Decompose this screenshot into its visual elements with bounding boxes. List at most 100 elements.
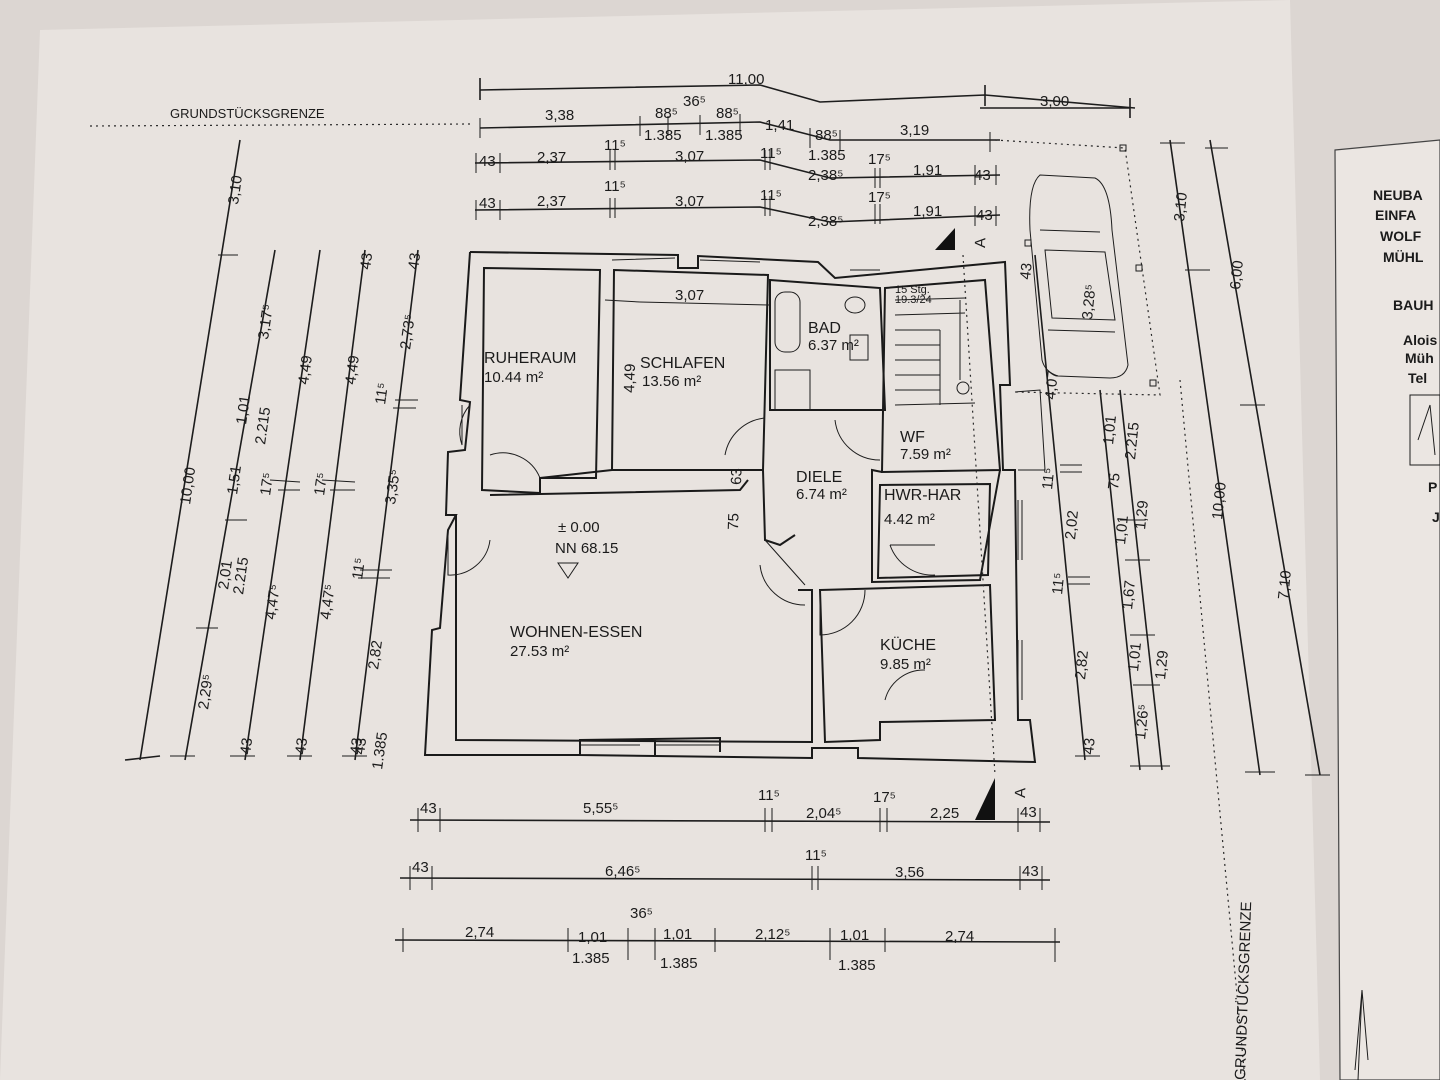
right-dimension-lines: 43 4,07 11⁵ 2,02 11⁵ 2,82 43 1,01 75 1,0… bbox=[1017, 139, 1330, 776]
dim-top-r2-h: 1,91 bbox=[913, 162, 942, 179]
room-diele-area: 6.74 m² bbox=[796, 486, 847, 503]
title-line-10: J bbox=[1432, 509, 1440, 525]
dim-bottom-r2-e: 43 bbox=[1022, 863, 1039, 880]
dim-right-c2-a: 1,01 bbox=[1100, 415, 1120, 446]
dim-left-c3-c: 4,47⁵ bbox=[262, 583, 284, 620]
dim-right-c5-a: 6,00 bbox=[1227, 260, 1247, 291]
dim-bottom-r1-a: 43 bbox=[420, 800, 437, 817]
room-wohnen-area: 27.53 m² bbox=[510, 643, 569, 660]
dim-left-c3-b: 17⁵ bbox=[257, 472, 277, 497]
boundary-label-top: GRUNDSTÜCKSGRENZE bbox=[170, 106, 325, 121]
title-line-8: Tel bbox=[1408, 370, 1427, 386]
title-line-4: MÜHL bbox=[1383, 249, 1424, 265]
room-wf-name: WF bbox=[900, 429, 925, 446]
dim-bottom-r1-d: 2,04⁵ bbox=[806, 805, 841, 822]
dim-right-c3-b: 1,29 bbox=[1132, 500, 1152, 531]
room-diele-name: DIELE bbox=[796, 469, 842, 486]
room-hwr-name: HWR-HAR bbox=[884, 487, 961, 504]
dim-right-c3-c: 1,29 bbox=[1152, 650, 1172, 681]
dim-right-c5-b: 7,10 bbox=[1275, 570, 1295, 601]
garage-area bbox=[994, 139, 1161, 471]
dim-top-r2-d: 3,07 bbox=[675, 148, 704, 165]
room-kueche-area: 9.85 m² bbox=[880, 656, 931, 673]
dim-bottom-r3-b: 1,01 bbox=[578, 929, 607, 946]
dim-right-c1-c: 11⁵ bbox=[1039, 467, 1058, 490]
title-line-7: Müh bbox=[1405, 350, 1434, 366]
dim-left-c4-b: 17⁵ bbox=[311, 472, 331, 497]
dim-left-c3-a: 4,49 bbox=[295, 354, 316, 385]
dim-bottom-r3-g: 2,74 bbox=[945, 928, 974, 945]
dim-diele-a: 63 bbox=[728, 468, 746, 485]
bottom-dimension-lines: 43 5,55⁵ 11⁵ 2,04⁵ 17⁵ 2,25 43 43 6,46⁵ … bbox=[394, 787, 1061, 974]
dim-top-garage: 3,00 bbox=[1040, 93, 1069, 110]
section-markers: A A bbox=[935, 228, 1029, 820]
dim-top-r3-f: 2,38⁵ bbox=[808, 213, 843, 230]
dim-top-r3-e: 11⁵ bbox=[760, 187, 782, 204]
level-nn: NN 68.15 bbox=[555, 540, 618, 557]
dim-left-c5-f: 2,82 bbox=[365, 639, 386, 670]
dim-left-c4-d: 43 bbox=[347, 737, 366, 756]
dim-right-c2-f: 1,26⁵ bbox=[1132, 703, 1153, 740]
dim-left-c2-c: 2.215 bbox=[252, 406, 274, 446]
room-bad-name: BAD bbox=[808, 320, 841, 337]
room-schlafen-name: SCHLAFEN bbox=[640, 355, 725, 372]
dim-right-c3-a: 2.215 bbox=[1122, 421, 1143, 460]
dim-right-c2-b: 75 bbox=[1105, 472, 1124, 490]
dim-left-c2-e: 2,01 bbox=[215, 559, 236, 590]
stairs-count: 15 Stg. bbox=[895, 284, 930, 296]
room-ruheraum-area: 10.44 m² bbox=[484, 369, 543, 386]
dim-top-r1-j: 1.385 bbox=[808, 147, 846, 164]
dim-right-c1-b: 4,07 bbox=[1042, 370, 1062, 401]
dim-top-r2-c: 11⁵ bbox=[604, 137, 626, 154]
section-label-top: A bbox=[972, 238, 989, 249]
level-zero: ± 0.00 bbox=[558, 519, 600, 536]
room-bad-area: 6.37 m² bbox=[808, 337, 859, 354]
section-label-bottom: A bbox=[1012, 788, 1029, 799]
dim-top-r1-f: 88⁵ bbox=[815, 127, 838, 144]
dim-bottom-r2-a: 43 bbox=[412, 859, 429, 876]
dim-bottom-r3-e: 2,12⁵ bbox=[755, 926, 790, 943]
dim-right-c1-f: 2,82 bbox=[1072, 650, 1092, 681]
room-ruheraum-name: RUHERAUM bbox=[484, 350, 576, 367]
dim-right-car: 3,28⁵ bbox=[1079, 283, 1100, 320]
dim-top-r3-d: 3,07 bbox=[675, 193, 704, 210]
dim-left-c2-h: 43 bbox=[237, 737, 256, 756]
dim-left-c5-a: 43 bbox=[357, 252, 376, 271]
dim-left-c5-d: 3,35⁵ bbox=[382, 468, 404, 505]
dim-bottom-r1-e: 17⁵ bbox=[873, 789, 896, 806]
dim-left-c1-b: 10,00 bbox=[177, 466, 199, 506]
dim-left-c2-g: 2,29⁵ bbox=[195, 673, 217, 710]
dim-left-c4-c: 4,47⁵ bbox=[317, 583, 339, 620]
dim-right-c1-g: 43 bbox=[1080, 737, 1099, 755]
title-line-1: NEUBA bbox=[1373, 187, 1423, 203]
title-line-2: EINFA bbox=[1375, 207, 1416, 223]
dim-top-r1-e: 1,41 bbox=[765, 117, 794, 134]
dim-bottom-r3-j: 1.385 bbox=[838, 957, 876, 974]
dim-right-c1-e: 11⁵ bbox=[1049, 572, 1068, 595]
room-labels: RUHERAUM 10.44 m² SCHLAFEN 13.56 m² 4,49… bbox=[484, 284, 961, 673]
title-line-6: Alois bbox=[1403, 332, 1437, 348]
dim-left-c2-f: 2.215 bbox=[230, 556, 252, 596]
dim-top-r1-g: 3,19 bbox=[900, 122, 929, 139]
stairs-ratio: 19.3/24 bbox=[895, 294, 932, 306]
dim-bottom-r2-b: 6,46⁵ bbox=[605, 863, 640, 880]
dim-top-r3-h: 1,91 bbox=[913, 203, 942, 220]
dim-right-c2-c: 1,01 bbox=[1112, 515, 1132, 546]
dim-bottom-r1-c: 11⁵ bbox=[758, 787, 780, 804]
dim-top-r2-i: 43 bbox=[974, 167, 991, 184]
dim-top-overall: 11,00 bbox=[728, 71, 764, 88]
room-schlafen-area: 13.56 m² bbox=[642, 373, 701, 390]
dim-top-r1-a: 3,38 bbox=[545, 107, 574, 124]
dim-left-c2-a: 3,17⁵ bbox=[255, 303, 277, 340]
dim-top-r2-g: 17⁵ bbox=[868, 151, 891, 168]
dim-left-inner-schlafen: 4,49 bbox=[621, 363, 639, 393]
dim-left-c4-a: 4,49 bbox=[342, 354, 363, 385]
dim-left-c6-a: 43 bbox=[405, 252, 424, 271]
dim-right-c1-d: 2,02 bbox=[1062, 510, 1082, 541]
dim-top-inner-schlafen: 3,07 bbox=[675, 287, 704, 304]
building-walls bbox=[423, 251, 1037, 764]
dim-right-c2-d: 1,67 bbox=[1119, 580, 1139, 611]
title-line-5: BAUH bbox=[1393, 297, 1433, 313]
dim-bottom-r2-c: 11⁵ bbox=[805, 847, 827, 864]
